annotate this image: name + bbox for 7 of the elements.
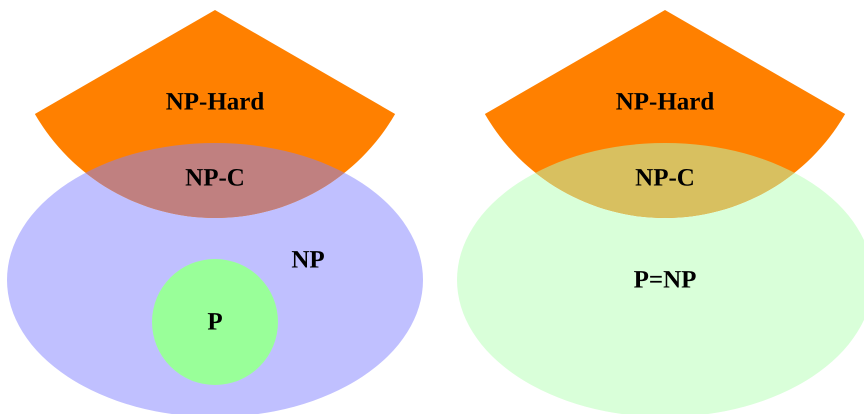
set-label: NP (291, 248, 325, 272)
set-label: NP-Hard (166, 90, 264, 114)
set-label: P (207, 310, 223, 334)
set-label: NP-C (185, 166, 245, 190)
set-label: NP-Hard (616, 90, 714, 114)
set-label: P=NP (634, 268, 696, 292)
set-label: NP-C (635, 166, 695, 190)
